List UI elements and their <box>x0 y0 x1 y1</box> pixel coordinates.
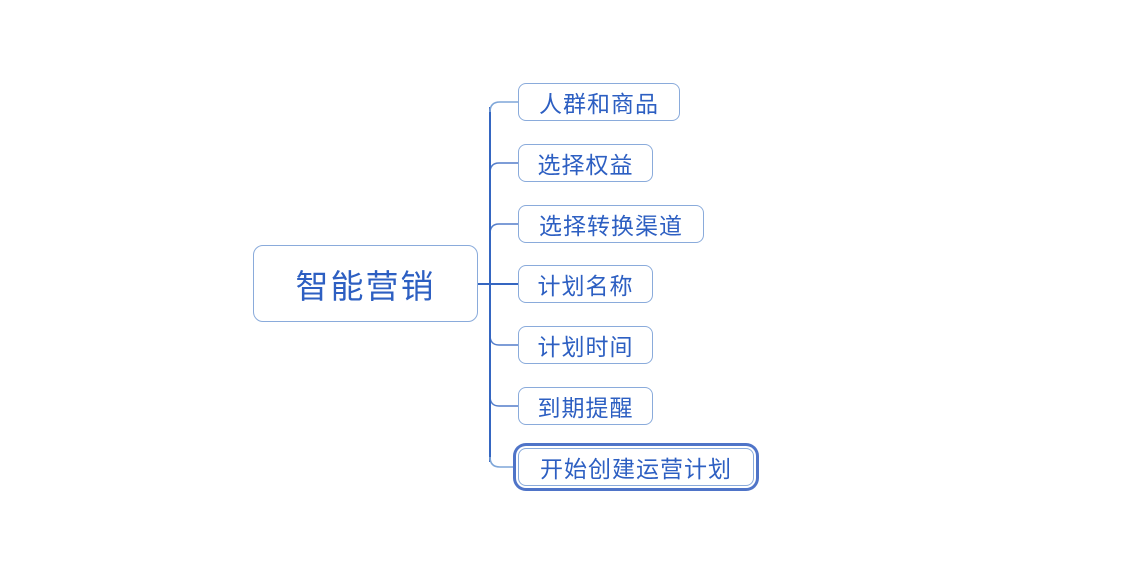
connector-branch-5 <box>489 334 518 346</box>
mindmap-node-create-plan-selected[interactable]: 开始创建运营计划 <box>518 448 754 486</box>
mindmap-root-node[interactable]: 智能营销 <box>253 245 478 322</box>
connector-branch-3 <box>489 223 518 235</box>
mindmap-node-conversion-channel[interactable]: 选择转换渠道 <box>518 205 704 243</box>
connector-branch-1 <box>489 101 518 113</box>
connector-branch-2 <box>489 162 518 174</box>
connector-branch-6 <box>489 395 518 407</box>
mindmap-node-select-benefits[interactable]: 选择权益 <box>518 144 653 182</box>
mindmap-node-crowd-goods[interactable]: 人群和商品 <box>518 83 680 121</box>
connector-branch-7 <box>489 456 513 468</box>
mindmap-node-expiry-reminder[interactable]: 到期提醒 <box>518 387 653 425</box>
mindmap-node-plan-time[interactable]: 计划时间 <box>518 326 653 364</box>
mindmap-node-plan-name[interactable]: 计划名称 <box>518 265 653 303</box>
